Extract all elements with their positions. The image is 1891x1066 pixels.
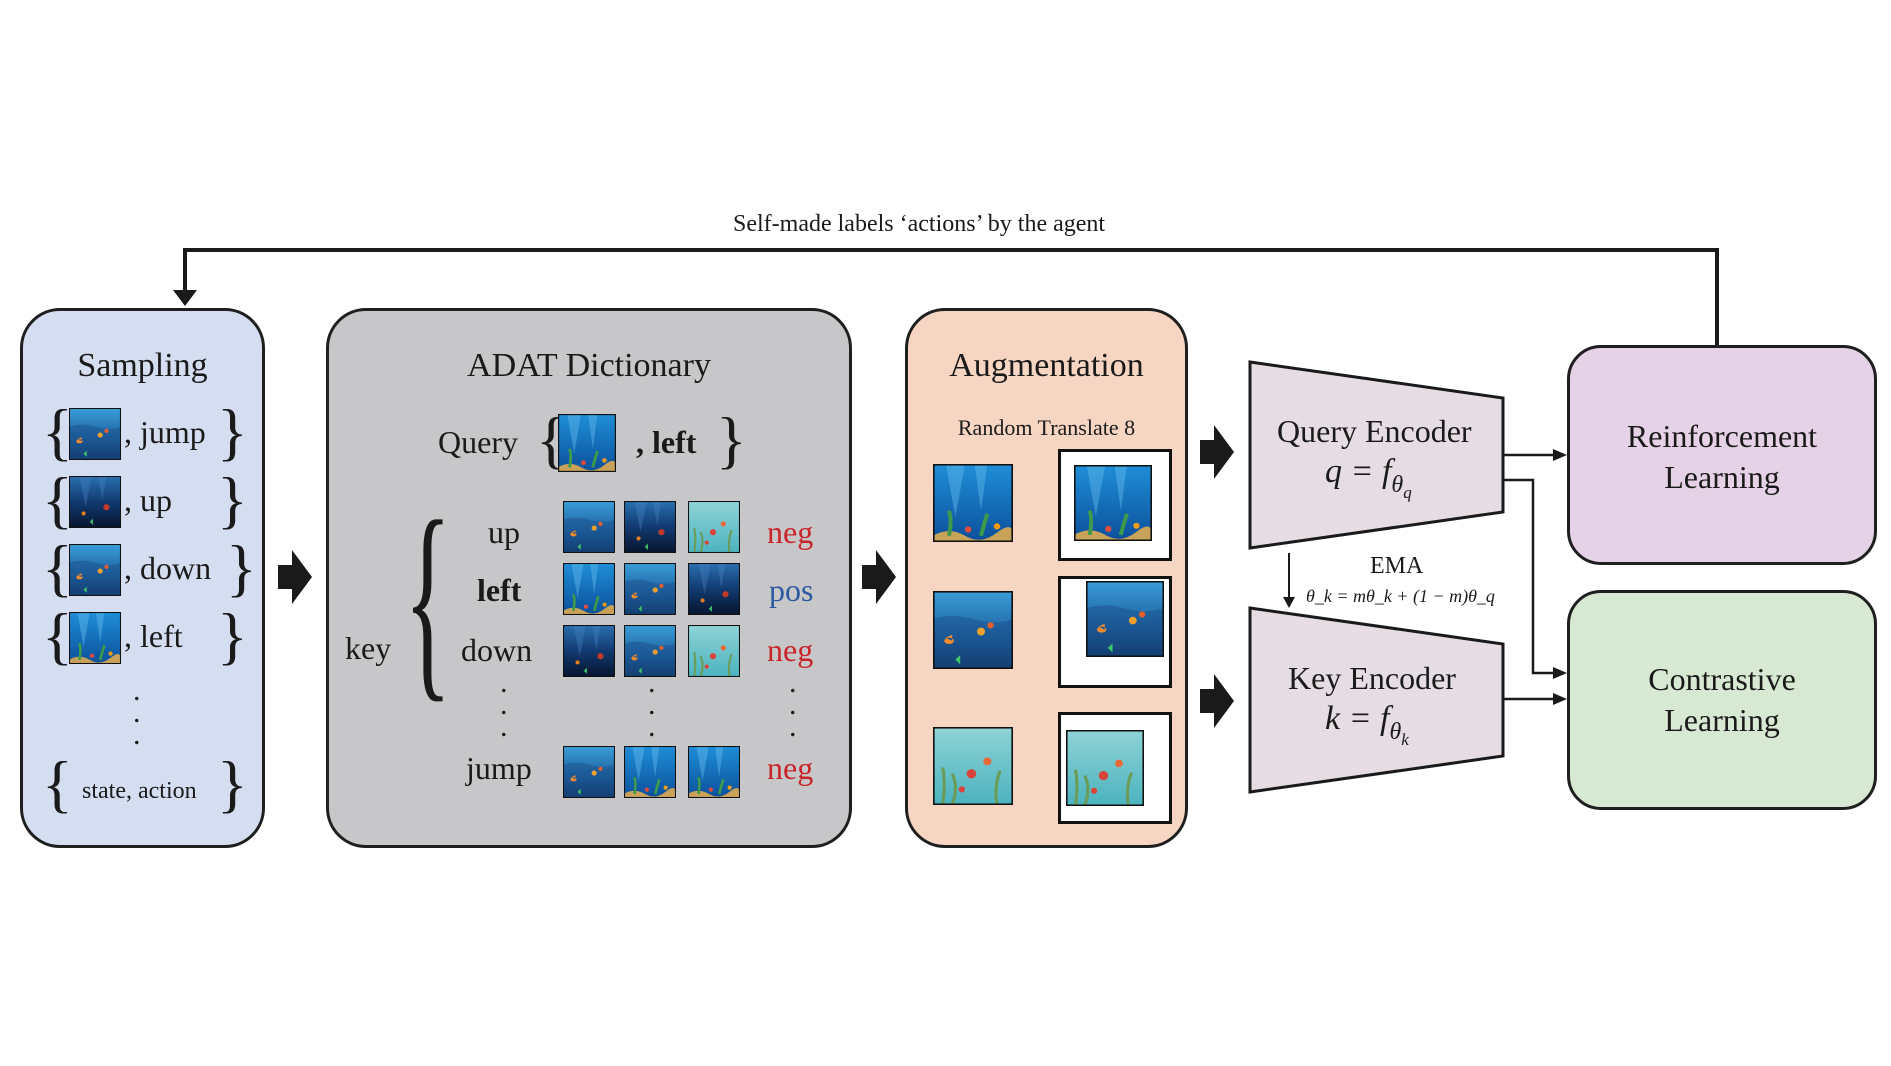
key-state-thumbnail (624, 563, 676, 615)
key-state-thumbnail (688, 625, 740, 677)
brace-right: } (217, 600, 248, 671)
ema-formula: θ_k = mθ_k + (1 − m)θ_q (1306, 586, 1495, 606)
brace-right: } (217, 464, 248, 535)
key-state-thumbnail (563, 563, 615, 615)
ema-label: EMA (1370, 553, 1424, 579)
key-encoder-formula-text: k = f (1325, 700, 1390, 737)
brace-left: { (42, 600, 73, 671)
tag-neg: neg (767, 632, 814, 668)
augmented-image (1066, 730, 1144, 806)
sample-ellipsis: . . . (133, 674, 141, 751)
key-label: key (345, 630, 392, 666)
brace-right: } (217, 748, 248, 819)
cl-line1: Contrastive (1648, 661, 1796, 697)
sample-action-down: , down (124, 550, 212, 586)
sample-state-thumbnail (69, 544, 121, 596)
key-state-thumbnail (688, 746, 740, 798)
sample-action-jump: , jump (124, 414, 206, 450)
brace-left: { (42, 748, 73, 819)
cl-line2: Learning (1664, 702, 1780, 738)
original-image (933, 591, 1013, 669)
key-brace: { (404, 476, 452, 720)
sample-state-thumbnail (69, 476, 121, 528)
query-label: Query (438, 424, 518, 460)
sampling-panel: Sampling (20, 308, 265, 848)
query-brace-right: } (716, 404, 747, 475)
sample-state-action: state, action (82, 778, 197, 804)
key-state-thumbnail (624, 501, 676, 553)
brace-left: { (42, 532, 73, 603)
key-state-thumbnail (563, 501, 615, 553)
tag-neg: neg (767, 750, 814, 786)
reinforcement-learning-box: Reinforcement Learning (1567, 345, 1877, 565)
row-ellipsis: . . . (648, 666, 656, 743)
rl-line1: Reinforcement (1626, 418, 1818, 454)
original-image (933, 464, 1013, 542)
brace-left: { (42, 396, 73, 467)
sample-state-thumbnail (69, 408, 121, 460)
key-encoder-formula: k = fθk (1325, 700, 1409, 749)
feedback-arrowhead (173, 290, 197, 306)
block-arrow-4 (1200, 674, 1234, 728)
augmented-image (1086, 581, 1164, 657)
brace-right: } (226, 532, 257, 603)
row-ellipsis: . . . (789, 666, 797, 743)
tag-pos: pos (769, 572, 814, 608)
original-image (933, 727, 1013, 805)
key-action-up: up (488, 514, 520, 550)
key-state-thumbnail (688, 563, 740, 615)
tag-neg: neg (767, 514, 814, 550)
dictionary-title: ADAT Dictionary (467, 347, 711, 384)
rl-line2: Learning (1664, 459, 1780, 495)
augmentation-subtitle: Random Translate 8 (957, 415, 1136, 440)
key-action-left: left (477, 572, 522, 608)
sample-action-up: , up (124, 482, 172, 518)
query-action: , left (636, 424, 697, 460)
feedback-label: Self-made labels ‘actions’ by the agent (733, 211, 1106, 237)
query-encoder-shape (1248, 360, 1505, 550)
key-state-thumbnail (688, 501, 740, 553)
key-action-jump: jump (466, 750, 532, 786)
augmentation-title: Augmentation (949, 347, 1144, 384)
key-action-down: down (461, 632, 533, 668)
key-state-thumbnail (563, 746, 615, 798)
query-encoder-name: Query Encoder (1277, 413, 1472, 449)
key-state-thumbnail (563, 625, 615, 677)
key-encoder-shape (1248, 606, 1505, 794)
key-state-thumbnail (624, 746, 676, 798)
row-ellipsis: . . . (500, 666, 508, 743)
block-arrow-3 (1200, 425, 1234, 479)
query-encoder-formula: q = fθq (1325, 453, 1412, 502)
brace-right: } (217, 396, 248, 467)
block-arrow-2 (862, 550, 896, 604)
brace-left: { (42, 464, 73, 535)
key-encoder-name: Key Encoder (1288, 660, 1456, 696)
contrastive-learning-box: Contrastive Learning (1567, 590, 1877, 810)
sampling-title: Sampling (77, 347, 208, 384)
query-state-thumbnail (558, 414, 616, 472)
sample-action-left: , left (124, 618, 183, 654)
augmented-image (1074, 465, 1152, 541)
query-encoder-formula-text: q = f (1325, 453, 1392, 490)
block-arrow-1 (278, 550, 312, 604)
sample-state-thumbnail (69, 612, 121, 664)
